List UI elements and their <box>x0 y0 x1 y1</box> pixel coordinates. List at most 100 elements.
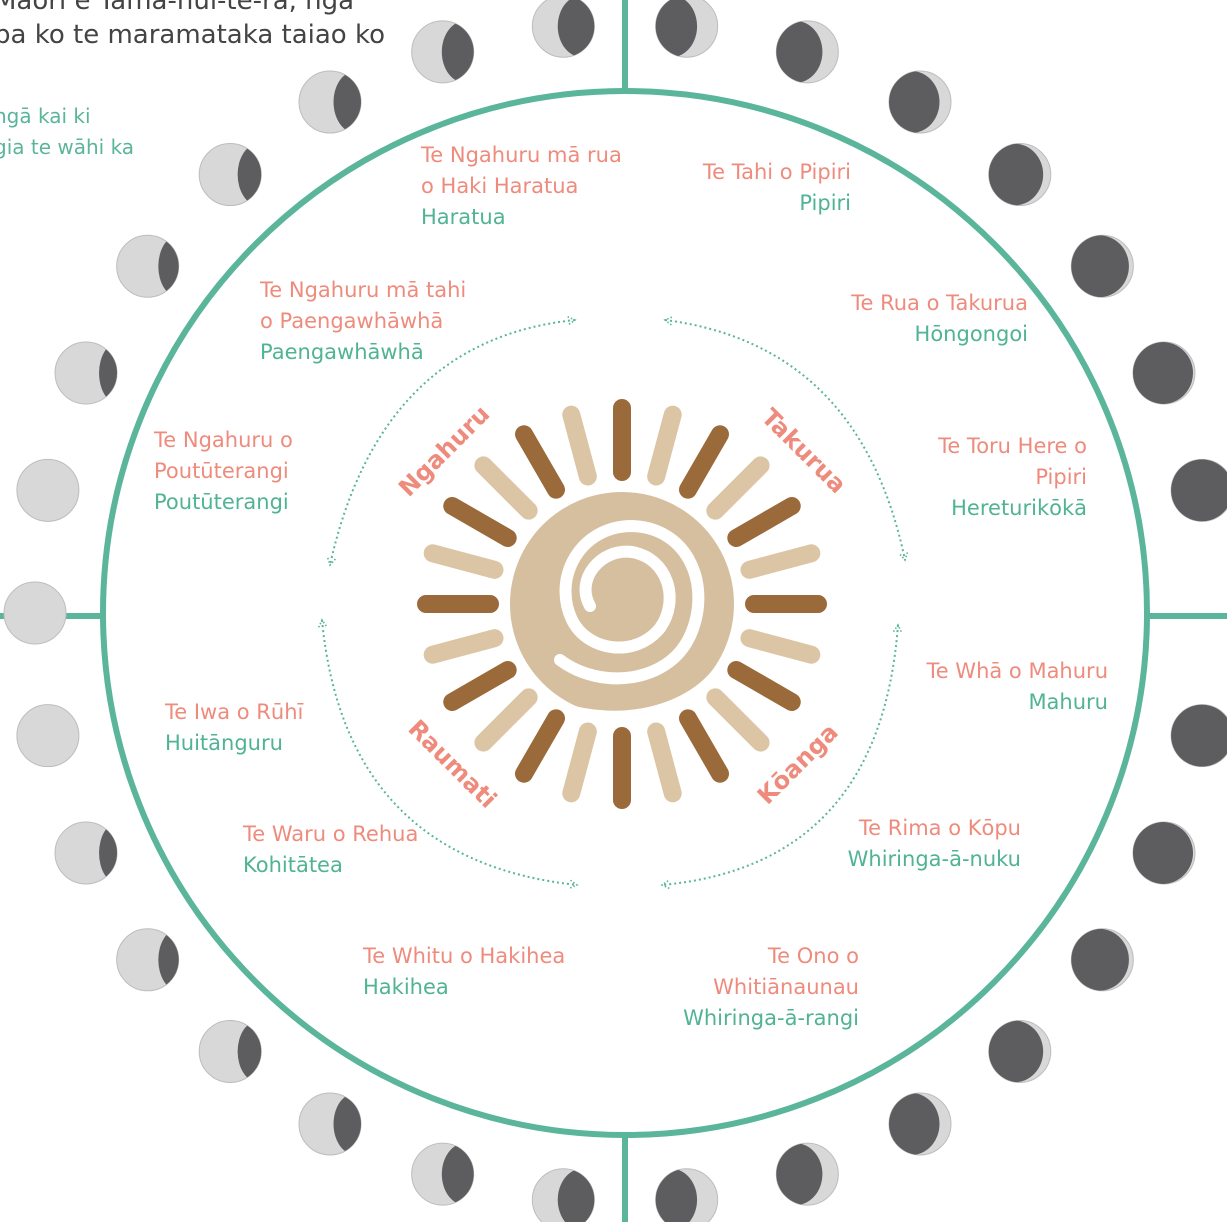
moon-phase-icon <box>411 20 475 84</box>
star-name: Te Ngahuru mā tahi <box>260 278 467 302</box>
intro-text-line-1: Māori e Tama-nui-te-rā, ngā <box>0 0 355 16</box>
moon-phase-icon <box>1070 928 1134 992</box>
month-name: Mahuru <box>1028 690 1108 714</box>
moon-phase-icon <box>16 704 80 768</box>
star-name: Te Iwa o Rūhī <box>165 700 304 724</box>
dotted-arrow-icon <box>317 618 579 889</box>
month-label-paengawhawha: Te Ngahuru mā tahi o Paengawhāwhā Paenga… <box>260 275 466 368</box>
sun-ray <box>515 425 565 499</box>
intro-note-line-1: ngā kai ki <box>0 104 91 128</box>
star-name: Poutūterangi <box>154 459 289 483</box>
season-arrows <box>317 316 909 890</box>
sun-ray <box>706 456 770 520</box>
moon-phase-icon <box>116 928 180 992</box>
intro-note-line-2: gia te wāhi ka <box>0 135 135 159</box>
month-name: Poutūterangi <box>154 490 289 514</box>
star-name: Te Ngahuru o <box>154 428 293 452</box>
moon-phase-icon <box>1170 704 1227 768</box>
dotted-arrow-icon <box>660 623 903 890</box>
month-name: Whiringa-ā-nuku <box>847 847 1021 871</box>
sun-ray <box>562 405 597 486</box>
moon-phase-icon <box>1132 821 1196 885</box>
moon-phase-icon <box>3 581 67 645</box>
month-label-poututerangi: Te Ngahuru o Poutūterangi Poutūterangi <box>154 425 293 518</box>
month-label-haratua: Te Ngahuru mā rua o Haki Haratua Haratua <box>421 140 622 233</box>
sun-ray <box>706 688 770 752</box>
star-name: Te Toru Here o <box>938 434 1087 458</box>
moon-phase-icon <box>198 143 262 207</box>
dotted-arrow-icon <box>663 316 909 562</box>
moon-phase-icon <box>16 458 80 522</box>
moon-phase-icon <box>1170 458 1227 522</box>
star-name: Te Whitu o Hakihea <box>363 944 566 968</box>
star-name: Whitiānaunau <box>713 975 859 999</box>
moon-phase-icon <box>116 234 180 298</box>
month-label-kohitatea: Te Waru o Rehua Kohitātea <box>243 819 418 881</box>
month-label-whiringa-a-rangi: Te Ono o Whitiānaunau Whiringa-ā-rangi <box>683 941 859 1034</box>
month-label-hongongoi: Te Rua o Takurua Hōngongoi <box>851 288 1028 350</box>
moon-phase-icon <box>888 1092 952 1156</box>
year-ring <box>100 88 1150 1138</box>
sun-ray <box>727 661 801 711</box>
moon-phase-icon <box>775 20 839 84</box>
sun-ray <box>740 629 821 664</box>
month-label-hakihea: Te Whitu o Hakihea Hakihea <box>363 941 565 1003</box>
star-name: Te Waru o Rehua <box>243 822 419 846</box>
moon-phase-icon <box>531 0 595 58</box>
star-name: Pipiri <box>1035 465 1087 489</box>
sun-ray <box>647 405 682 486</box>
moon-phase-icon <box>988 1019 1052 1083</box>
sun-ray <box>423 544 504 579</box>
star-name: o Paengawhāwhā <box>260 309 444 333</box>
month-name: Huitānguru <box>165 731 283 755</box>
moon-phase-icon <box>655 1168 719 1222</box>
sun-ray <box>423 629 504 664</box>
month-name: Kohitātea <box>243 853 343 877</box>
sun-ray <box>679 425 729 499</box>
dotted-arrow-icon <box>326 316 577 567</box>
sun-swoosh <box>557 662 723 717</box>
moon-phase-icon <box>198 1019 262 1083</box>
moon-phase-icon <box>531 1168 595 1222</box>
moon-phase-icon <box>1070 234 1134 298</box>
sun-ray <box>443 497 517 547</box>
star-name: Te Rima o Kōpu <box>858 816 1021 840</box>
moon-phase-icon <box>655 0 719 58</box>
month-label-whiringa-a-nuku: Te Rima o Kōpu Whiringa-ā-nuku <box>848 813 1021 875</box>
sun-spiral-icon <box>417 399 827 809</box>
moon-phase-icon <box>54 821 118 885</box>
month-name: Whiringa-ā-rangi <box>683 1006 859 1030</box>
intro-text-line-2: pa ko te maramataka taiao ko <box>0 20 386 50</box>
star-name: Te Ono o <box>767 944 859 968</box>
star-name: Te Ngahuru mā rua <box>421 143 622 167</box>
sun-ray <box>727 497 801 547</box>
month-name: Hereturikōkā <box>951 496 1087 520</box>
moon-phase-icon <box>888 70 952 134</box>
month-label-huitanguru: Te Iwa o Rūhī Huitānguru <box>165 697 303 759</box>
month-name: Pipiri <box>799 191 851 215</box>
moon-phase-icon <box>411 1142 475 1206</box>
star-name: o Haki Haratua <box>421 174 579 198</box>
month-label-mahuru: Te Whā o Mahuru Mahuru <box>926 656 1108 718</box>
month-name: Haratua <box>421 205 506 229</box>
sun-ray <box>679 709 729 783</box>
sun-ray <box>474 456 538 520</box>
month-name: Hōngongoi <box>914 322 1028 346</box>
moon-phase-icon <box>1132 341 1196 405</box>
star-name: Te Whā o Mahuru <box>926 659 1108 683</box>
moon-phase-icon <box>298 1092 362 1156</box>
month-name: Hakihea <box>363 975 449 999</box>
moon-phases <box>3 0 1227 1222</box>
month-name: Paengawhāwhā <box>260 340 424 364</box>
sun-ray <box>562 722 597 803</box>
sun-ray <box>647 722 682 803</box>
sun-ray <box>515 709 565 783</box>
moon-phase-icon <box>54 341 118 405</box>
star-name: Te Rua o Takurua <box>851 291 1028 315</box>
sun-rays <box>417 399 827 809</box>
moon-phase-icon <box>298 70 362 134</box>
moon-phase-icon <box>775 1142 839 1206</box>
moon-phase-icon <box>988 143 1052 207</box>
star-name: Te Tahi o Pipiri <box>702 160 851 184</box>
